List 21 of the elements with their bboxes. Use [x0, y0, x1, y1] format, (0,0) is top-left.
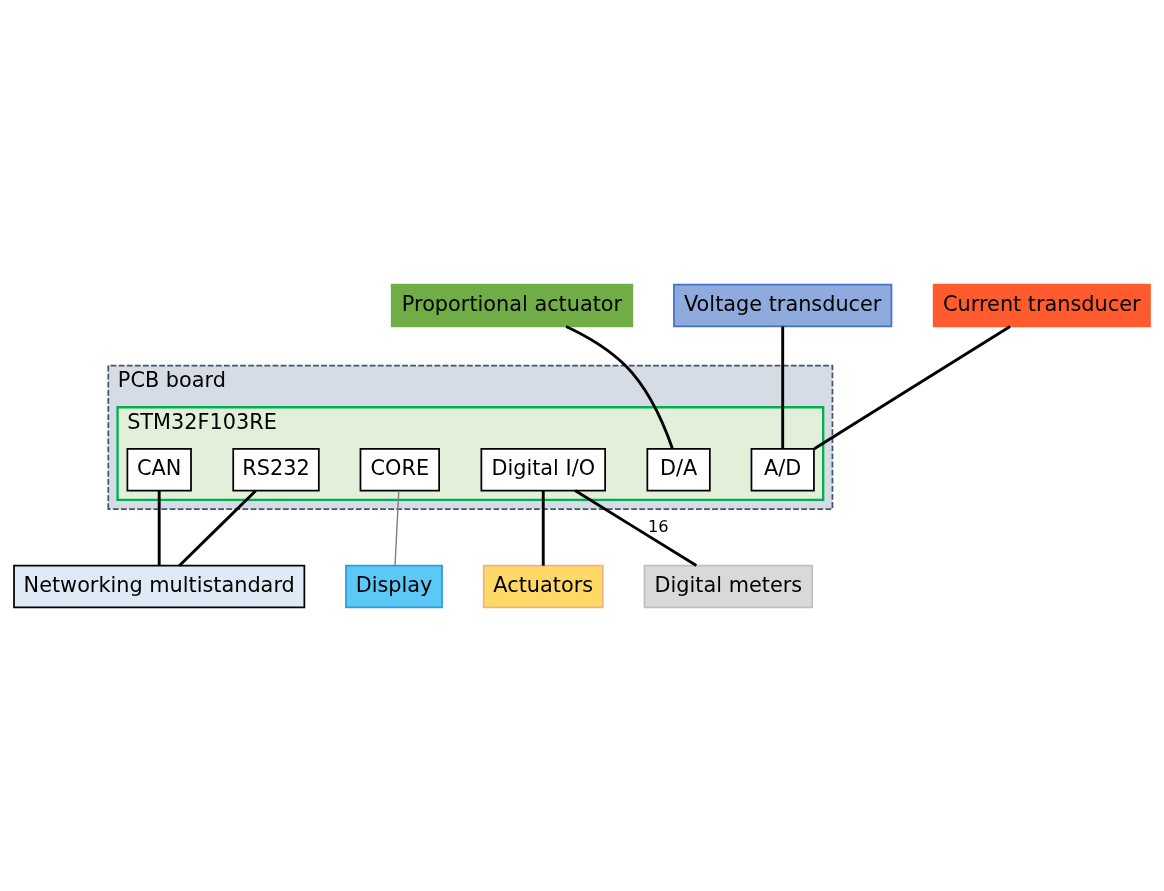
node-box: D/A: [646, 447, 711, 491]
node-box: Proportional actuator: [390, 283, 634, 327]
node-box: Networking multistandard: [13, 564, 306, 608]
edge-label: 16: [648, 516, 669, 536]
node-box: A/D: [750, 447, 815, 491]
node-box: Display: [345, 564, 443, 608]
connector: [781, 325, 785, 449]
connector: [541, 490, 545, 566]
connector: [157, 490, 161, 566]
node-box: Voltage transducer: [673, 283, 893, 327]
node-box: Current transducer: [932, 283, 1151, 327]
connector: [565, 324, 674, 449]
node-box: CORE: [359, 447, 440, 491]
connector: [394, 489, 400, 566]
node-box: Digital meters: [643, 564, 814, 608]
connector: [574, 488, 698, 567]
node-box: RS232: [232, 447, 320, 491]
node-box: Actuators: [482, 564, 604, 608]
connector: [813, 324, 1011, 450]
node-box: CAN: [126, 447, 192, 491]
node-box: Digital I/O: [480, 447, 606, 491]
